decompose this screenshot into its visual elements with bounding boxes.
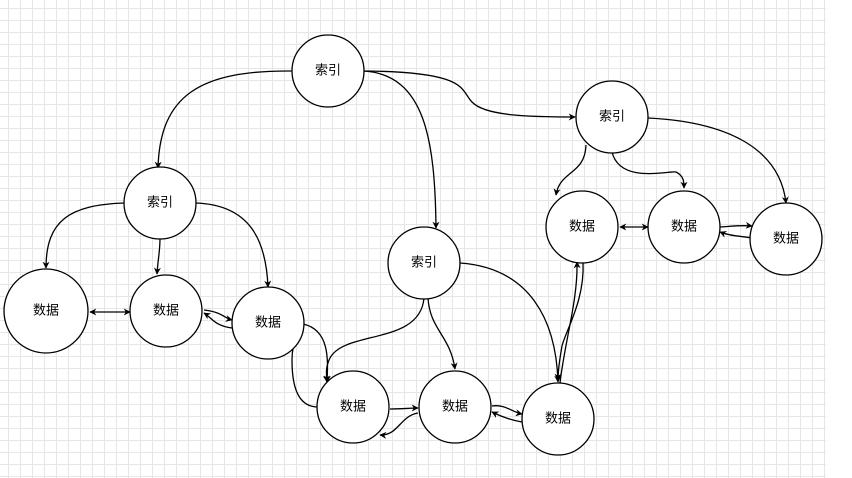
data-node-m2: 数据 (418, 370, 492, 444)
link-data-l2-l3 (203, 309, 233, 322)
data-node-r3-label: 数据 (773, 232, 799, 247)
link-data-r3-r2 (719, 231, 753, 239)
data-node-l2: 数据 (129, 274, 203, 348)
edge-mid-index-to-data-m1 (322, 297, 425, 383)
edge-left-index-to-data-l3 (195, 202, 272, 288)
data-node-m3: 数据 (521, 382, 595, 456)
link-data-m2-m3 (491, 405, 523, 417)
index-node-left-label: 索引 (147, 196, 173, 211)
edge-right-index-to-data-r2 (611, 151, 688, 189)
data-node-r2-label: 数据 (671, 220, 697, 235)
edge-top-to-left-index (154, 70, 294, 169)
link-data-m3-m2 (491, 411, 523, 423)
data-node-l3-label: 数据 (255, 316, 281, 331)
data-node-l2-label: 数据 (153, 304, 179, 319)
index-node-top: 索引 (291, 34, 365, 108)
data-node-r3: 数据 (749, 202, 823, 276)
index-node-right: 索引 (575, 80, 649, 154)
edge-left-index-to-data-l1 (42, 202, 125, 269)
link-data-m3-r1 (559, 261, 581, 384)
edge-right-index-to-data-r3 (647, 117, 789, 204)
edge-top-to-right-index (363, 70, 576, 121)
index-node-left: 索引 (123, 166, 197, 240)
link-data-m2-m1 (379, 412, 419, 439)
data-node-r1-label: 数据 (569, 220, 595, 235)
edge-mid-index-to-data-m3 (459, 262, 562, 383)
data-node-m3-label: 数据 (545, 412, 571, 427)
link-data-r2-r3 (719, 221, 753, 229)
edge-mid-index-to-data-m2 (427, 297, 458, 370)
index-node-mid-label: 索引 (411, 256, 437, 271)
edge-left-index-to-data-l2 (153, 237, 161, 275)
link-data-r1-m3 (554, 261, 584, 381)
data-node-l1-label: 数据 (33, 304, 59, 319)
index-node-top-label: 索引 (315, 64, 341, 79)
link-data-m1-m2 (389, 404, 419, 412)
data-node-m1: 数据 (316, 370, 390, 444)
link-data-l3-m1 (302, 323, 331, 383)
data-node-m1-label: 数据 (340, 400, 366, 415)
edge-top-to-mid-index (363, 70, 440, 229)
edge-right-index-to-data-r1 (553, 144, 587, 196)
data-node-r2: 数据 (647, 190, 721, 264)
canvas-edge-margin (826, 0, 852, 478)
link-data-l3-l2 (203, 312, 233, 329)
data-node-r1: 数据 (545, 190, 619, 264)
data-node-l1: 数据 (3, 268, 89, 354)
data-node-l3: 数据 (231, 286, 305, 360)
index-node-mid: 索引 (387, 226, 461, 300)
index-node-right-label: 索引 (599, 110, 625, 125)
data-node-m2-label: 数据 (442, 400, 468, 415)
